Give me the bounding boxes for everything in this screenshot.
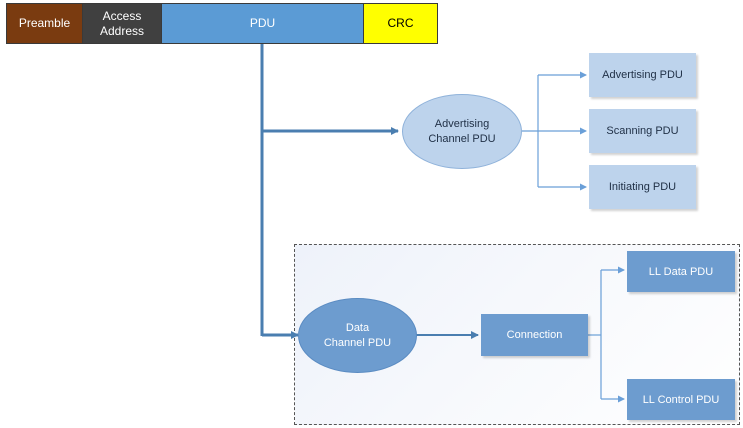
- advertising-pdu-label: Advertising PDU: [602, 69, 683, 81]
- scanning-pdu-label: Scanning PDU: [606, 125, 679, 137]
- pdu-field: PDU: [161, 3, 364, 44]
- crc-label: CRC: [387, 16, 414, 30]
- access-address-field: Access Address: [82, 3, 162, 44]
- scanning-pdu-box: Scanning PDU: [589, 109, 696, 153]
- data-channel-pdu-node: Data Channel PDU: [298, 298, 417, 373]
- initiating-pdu-label: Initiating PDU: [608, 181, 677, 193]
- crc-field: CRC: [363, 3, 438, 44]
- ll-control-pdu-box: LL Control PDU: [627, 379, 735, 420]
- advertising-channel-label-line2: Channel PDU: [428, 132, 496, 145]
- access-address-label-line1: Access: [102, 8, 142, 23]
- ll-data-pdu-box: LL Data PDU: [627, 251, 735, 292]
- advertising-channel-pdu-node: Advertising Channel PDU: [402, 94, 522, 169]
- pdu-label: PDU: [249, 16, 276, 30]
- access-address-label-line2: Address: [99, 23, 145, 38]
- data-channel-label-line2: Channel PDU: [323, 336, 392, 349]
- preamble-field: Preamble: [6, 3, 83, 44]
- data-channel-label-line1: Data: [345, 321, 370, 334]
- preamble-label: Preamble: [18, 16, 71, 30]
- connection-label: Connection: [506, 329, 563, 341]
- ll-data-pdu-label: LL Data PDU: [648, 265, 714, 278]
- advertising-channel-label-line1: Advertising: [434, 117, 490, 130]
- initiating-pdu-box: Initiating PDU: [589, 165, 696, 209]
- connection-box: Connection: [481, 314, 588, 356]
- advertising-pdu-box: Advertising PDU: [589, 53, 696, 97]
- ll-control-pdu-label: LL Control PDU: [642, 393, 720, 406]
